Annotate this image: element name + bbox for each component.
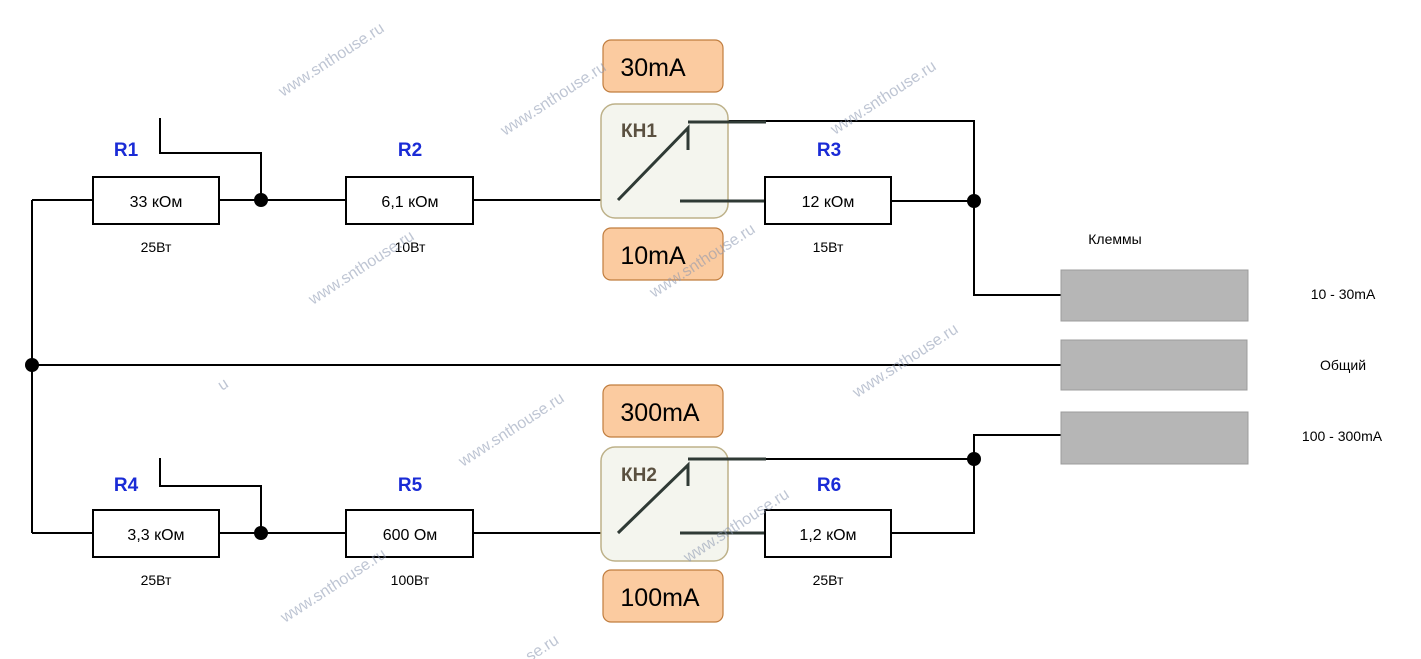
resistor-r4: R4 3,3 кОм 25Вт	[92, 475, 220, 588]
wire-to-terminal-3	[891, 434, 1061, 534]
watermark: www.snthouse.ru	[497, 59, 609, 140]
r1-label: R1	[114, 140, 139, 161]
watermark: www.snthouse.ru	[827, 58, 939, 139]
switch-kn1: 30mA КН1 10mA	[600, 39, 766, 281]
junction-dot	[967, 194, 981, 208]
range-30ma-box	[602, 39, 724, 93]
terminal-100-300ma-label: 100 - 300mA	[1302, 428, 1383, 444]
r1-bypass-wire	[159, 118, 262, 200]
r1-value: 33 кОм	[130, 194, 183, 211]
r3-value: 12 кОм	[802, 194, 855, 211]
range-300ma-label: 300mA	[620, 399, 700, 427]
wire-to-terminal-1	[973, 201, 1061, 296]
r4-power: 25Вт	[141, 572, 172, 588]
watermark: www.snthouse.ru	[277, 546, 389, 627]
r3-power: 15Вт	[813, 239, 844, 255]
junction-dot	[254, 526, 268, 540]
r2-label: R2	[398, 140, 422, 161]
resistor-r1: R1 33 кОм 25Вт	[92, 140, 220, 255]
switch-kn1-contact	[616, 124, 690, 202]
resistor-r5: R5 600 Ом 100Вт	[345, 475, 474, 588]
r4-label: R4	[114, 475, 139, 496]
junctions	[25, 193, 981, 540]
r2-value: 6,1 кОм	[381, 194, 438, 211]
watermark: www.snthouse.ru	[849, 321, 961, 402]
switch-kn2-contact	[616, 461, 690, 535]
range-100ma-label: 100mA	[620, 584, 700, 612]
terminals: Клеммы 10 - 30mA Общий 100 - 300mA	[1060, 231, 1383, 465]
r4-bypass-wire	[159, 458, 262, 533]
watermark: www.snthouse.ru	[275, 20, 387, 101]
range-10ma-label: 10mA	[620, 242, 686, 270]
switch-kn1-label: КН1	[621, 121, 657, 142]
watermark: www.snthouse.ru	[455, 390, 567, 471]
r5-label: R5	[398, 475, 423, 496]
switch-kn2-label: КН2	[621, 465, 657, 486]
watermark-fragment: se.ru	[523, 632, 562, 659]
r1-power: 25Вт	[141, 239, 172, 255]
r4-value: 3,3 кОм	[127, 527, 184, 544]
switch-kn2: 300mA КН2 100mA	[600, 384, 766, 623]
r6-label: R6	[817, 475, 841, 496]
r5-power: 100Вт	[391, 572, 430, 588]
watermarks: www.snthouse.ru www.snthouse.ru www.snth…	[215, 20, 961, 659]
terminal-10-30ma	[1060, 269, 1249, 322]
range-100ma-box	[602, 569, 724, 623]
resistor-r2: R2 6,1 кОм 10Вт	[345, 140, 474, 255]
watermark-fragment: u	[215, 375, 232, 394]
r5-value: 600 Ом	[383, 527, 438, 544]
r6-power: 25Вт	[813, 572, 844, 588]
range-10ma-box	[602, 227, 724, 281]
switch-kn1-body	[600, 103, 729, 219]
switch-top-return-wire	[728, 120, 975, 201]
resistor-r6: R6 1,2 кОм 25Вт	[764, 475, 892, 588]
terminal-common	[1060, 339, 1248, 391]
junction-dot	[25, 358, 39, 372]
r6-value: 1,2 кОм	[799, 527, 856, 544]
terminal-10-30ma-label: 10 - 30mA	[1311, 286, 1376, 302]
junction-dot	[254, 193, 268, 207]
resistor-r3: R3 12 кОм 15Вт	[764, 140, 892, 255]
wires	[31, 118, 1061, 534]
range-300ma-box	[602, 384, 724, 438]
junction-dot	[967, 452, 981, 466]
terminal-100-300ma	[1060, 411, 1249, 465]
range-30ma-label: 30mA	[620, 54, 686, 82]
r3-label: R3	[817, 140, 841, 161]
terminal-common-label: Общий	[1320, 357, 1366, 373]
r2-power: 10Вт	[395, 239, 426, 255]
terminals-title: Клеммы	[1088, 231, 1141, 247]
watermark: www.snthouse.ru	[305, 228, 417, 309]
